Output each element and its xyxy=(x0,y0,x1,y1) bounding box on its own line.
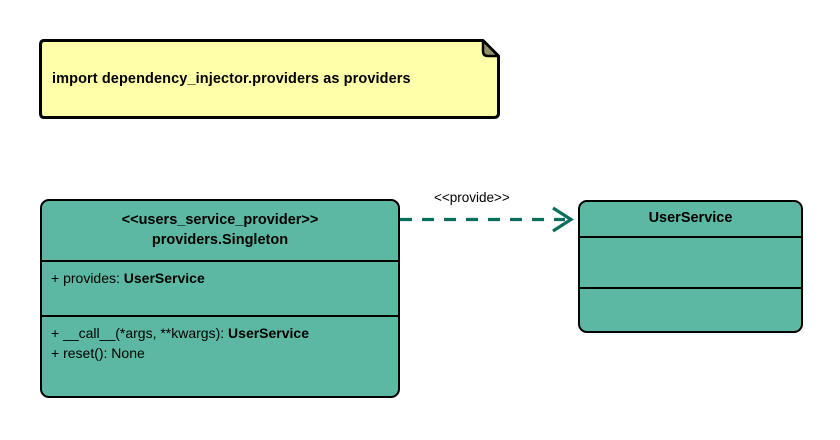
attribute-name: provides: xyxy=(63,270,124,286)
relationship-label-provide: <<provide>> xyxy=(434,190,510,205)
class-attributes-user-service xyxy=(580,236,801,287)
open-arrowhead-icon xyxy=(552,206,574,233)
class-name-provider: providers.Singleton xyxy=(151,231,289,248)
class-methods-user-service xyxy=(580,287,801,330)
method-signature: reset(): None xyxy=(63,345,145,362)
method-visibility: + xyxy=(51,345,60,362)
class-name-user-service: UserService xyxy=(648,210,733,227)
class-box-users-service-provider[interactable]: <<users_service_provider>> providers.Sin… xyxy=(40,199,400,398)
attribute-visibility: + xyxy=(51,270,60,286)
method-row: + __call__(*args, **kwargs): UserService xyxy=(51,323,389,343)
class-box-user-service[interactable]: UserService xyxy=(578,200,803,333)
class-attributes-provider: + provides: UserService xyxy=(42,260,398,315)
class-header-user-service: UserService xyxy=(580,202,801,236)
method-visibility: + xyxy=(51,325,60,341)
attribute-row: + provides: UserService xyxy=(51,268,389,288)
attribute-type: UserService xyxy=(123,270,205,286)
method-signature: __call__(*args, **kwargs): xyxy=(63,325,229,341)
uml-note-import[interactable]: import dependency_injector.providers as … xyxy=(38,38,501,120)
class-header-provider: <<users_service_provider>> providers.Sin… xyxy=(42,201,398,260)
class-stereotype-provider: <<users_service_provider>> xyxy=(121,212,319,229)
class-methods-provider: + __call__(*args, **kwargs): UserService… xyxy=(42,315,398,396)
method-row: + reset(): None xyxy=(51,343,389,363)
note-text: import dependency_injector.providers as … xyxy=(52,71,411,87)
method-return-type: UserService xyxy=(228,325,309,341)
note-shape xyxy=(39,39,500,119)
